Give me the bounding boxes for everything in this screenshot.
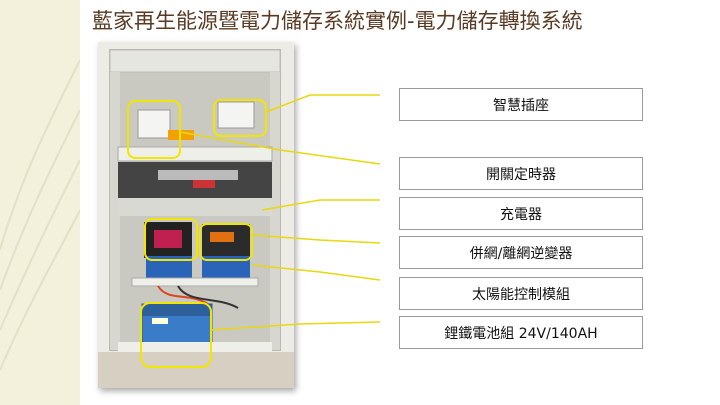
label-smart-plug: 智慧插座 (399, 88, 643, 121)
label-timer-switch: 開關定時器 (399, 157, 643, 190)
equipment-cabinet-photo (98, 42, 294, 388)
label-charger: 充電器 (399, 197, 643, 230)
label-grid-offgrid-inverter: 併網/離網逆變器 (399, 236, 643, 269)
label-solar-controller: 太陽能控制模組 (399, 277, 643, 310)
decorative-left-band (0, 0, 80, 405)
decorative-curves (0, 59, 80, 371)
slide-title: 藍家再生能源暨電力儲存系統實例-電力儲存轉換系統 (92, 9, 583, 33)
label-lithium-battery-pack: 鋰鐵電池組 24V/140AH (399, 316, 643, 349)
